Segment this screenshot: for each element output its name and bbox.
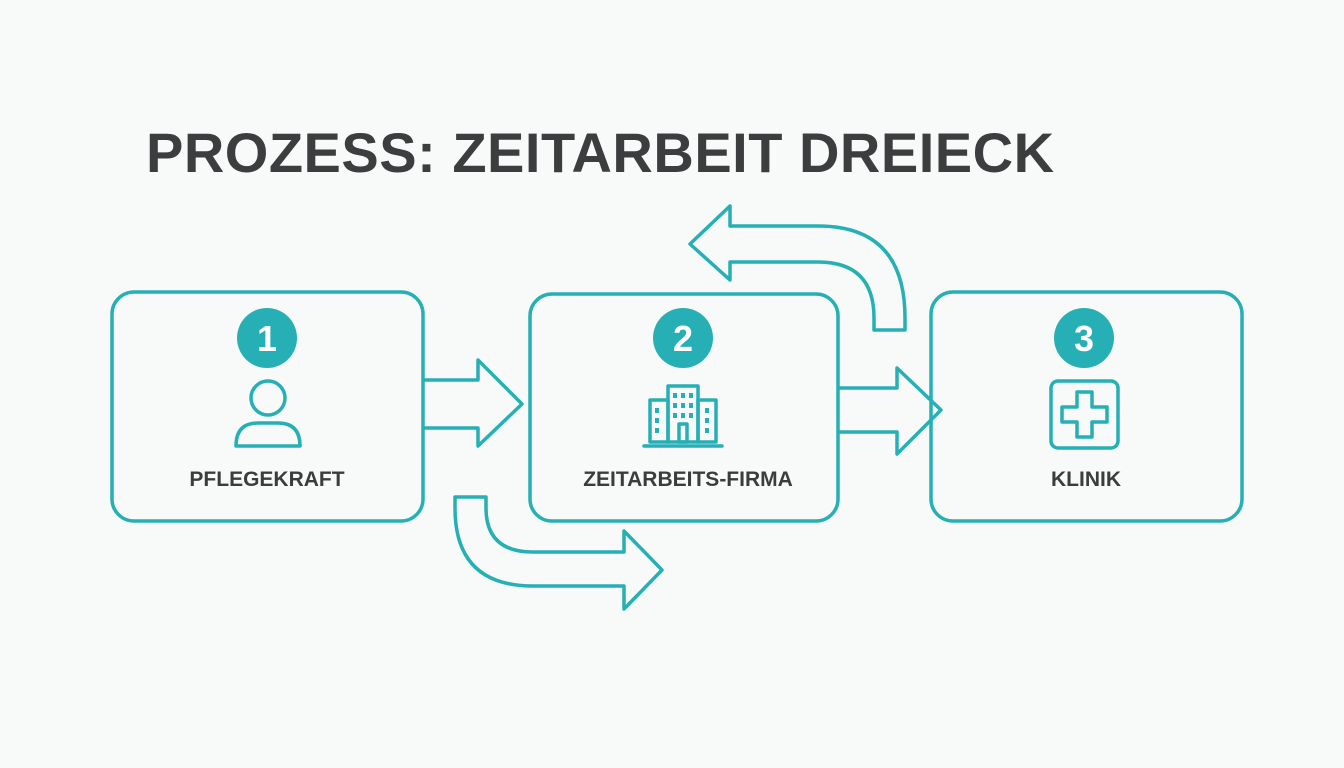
node-box-zeitarbeits-firma	[528, 292, 840, 523]
node-label-klinik: KLINIK	[1051, 468, 1121, 491]
node-number-2: 2	[673, 318, 693, 359]
arrow-firma-to-klinik	[837, 366, 943, 456]
node-badge-3: 3	[1054, 308, 1114, 368]
node-label-zeitarbeits-firma: ZEITARBEITS-FIRMA	[583, 468, 793, 491]
building-windows	[655, 393, 709, 433]
node-number-1: 1	[257, 318, 277, 359]
arrow-pflegekraft-curved-out	[453, 495, 664, 611]
building-icon	[642, 384, 724, 448]
node-box-klinik	[929, 290, 1244, 523]
person-icon	[234, 379, 302, 448]
node-box-pflegekraft	[110, 290, 425, 523]
medical-cross-icon	[1049, 379, 1120, 450]
page-title: PROZESS: ZEITARBEIT DREIECK	[146, 121, 1055, 184]
node-number-3: 3	[1074, 318, 1094, 359]
arrow-klinik-to-firma-curved	[688, 204, 907, 332]
node-badge-2: 2	[653, 308, 713, 368]
node-label-pflegekraft: PFLEGEKRAFT	[189, 468, 344, 491]
node-badge-1: 1	[237, 308, 297, 368]
arrow-pflegekraft-to-firma	[422, 358, 524, 448]
